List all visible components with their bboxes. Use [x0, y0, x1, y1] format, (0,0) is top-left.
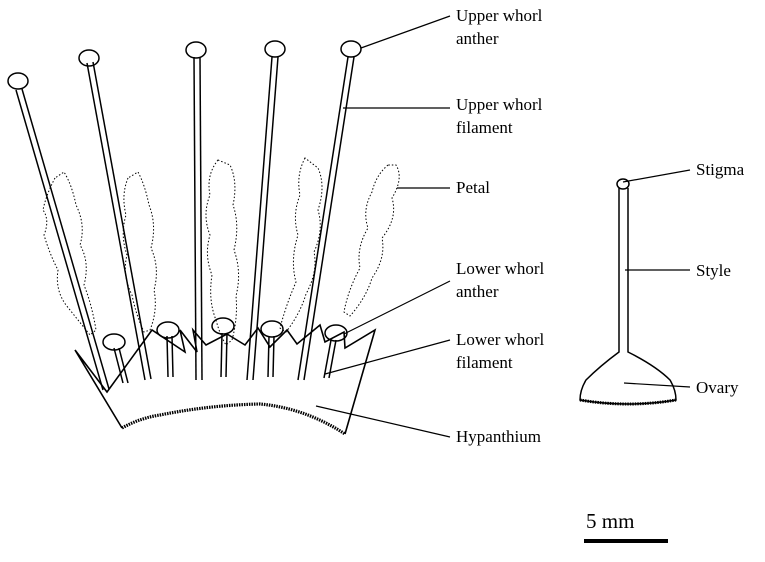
- label-style: Style: [696, 261, 731, 280]
- labels: Upper whorl anther Upper whorl filament …: [456, 6, 745, 446]
- leader-lines: [316, 16, 690, 437]
- petal-3: [206, 160, 239, 345]
- scale-bar-label: 5 mm: [586, 509, 634, 533]
- label-lower-filament-line1: Lower whorl: [456, 330, 545, 349]
- lower-filament-4: [268, 336, 274, 377]
- upper-filament-4: [247, 57, 278, 380]
- lower-anther-4: [261, 321, 283, 337]
- upper-filament-1: [16, 89, 109, 390]
- label-lower-anther-line1: Lower whorl: [456, 259, 545, 278]
- label-stigma: Stigma: [696, 160, 745, 179]
- upper-whorl-anthers: [8, 41, 361, 89]
- pistil: [580, 179, 676, 404]
- upper-filament-2: [87, 62, 151, 380]
- lower-filament-3: [221, 333, 227, 377]
- label-hypanthium: Hypanthium: [456, 427, 541, 446]
- label-upper-filament-line2: filament: [456, 118, 513, 137]
- upper-anther-4: [265, 41, 285, 57]
- upper-anther-1: [8, 73, 28, 89]
- lower-anther-3: [212, 318, 234, 334]
- hypanthium-base: [122, 404, 345, 434]
- scale-bar: 5 mm: [584, 509, 668, 541]
- label-petal: Petal: [456, 178, 490, 197]
- label-lower-anther-line2: anther: [456, 282, 499, 301]
- label-upper-filament-line1: Upper whorl: [456, 95, 543, 114]
- upper-anther-2: [79, 50, 99, 66]
- stigma-mark: [617, 179, 629, 189]
- petals: [43, 158, 399, 345]
- upper-anther-3: [186, 42, 206, 58]
- label-upper-anther-line2: anther: [456, 29, 499, 48]
- upper-filament-3: [194, 57, 202, 380]
- upper-whorl-filaments: [16, 57, 354, 390]
- upper-anther-5: [341, 41, 361, 57]
- lower-anther-2: [157, 322, 179, 338]
- petal-5: [344, 165, 399, 316]
- label-upper-anther-line1: Upper whorl: [456, 6, 543, 25]
- style-column: [580, 188, 676, 404]
- label-ovary: Ovary: [696, 378, 739, 397]
- label-lower-filament-line2: filament: [456, 353, 513, 372]
- upper-filament-5: [298, 57, 354, 380]
- lower-anther-1: [103, 334, 125, 350]
